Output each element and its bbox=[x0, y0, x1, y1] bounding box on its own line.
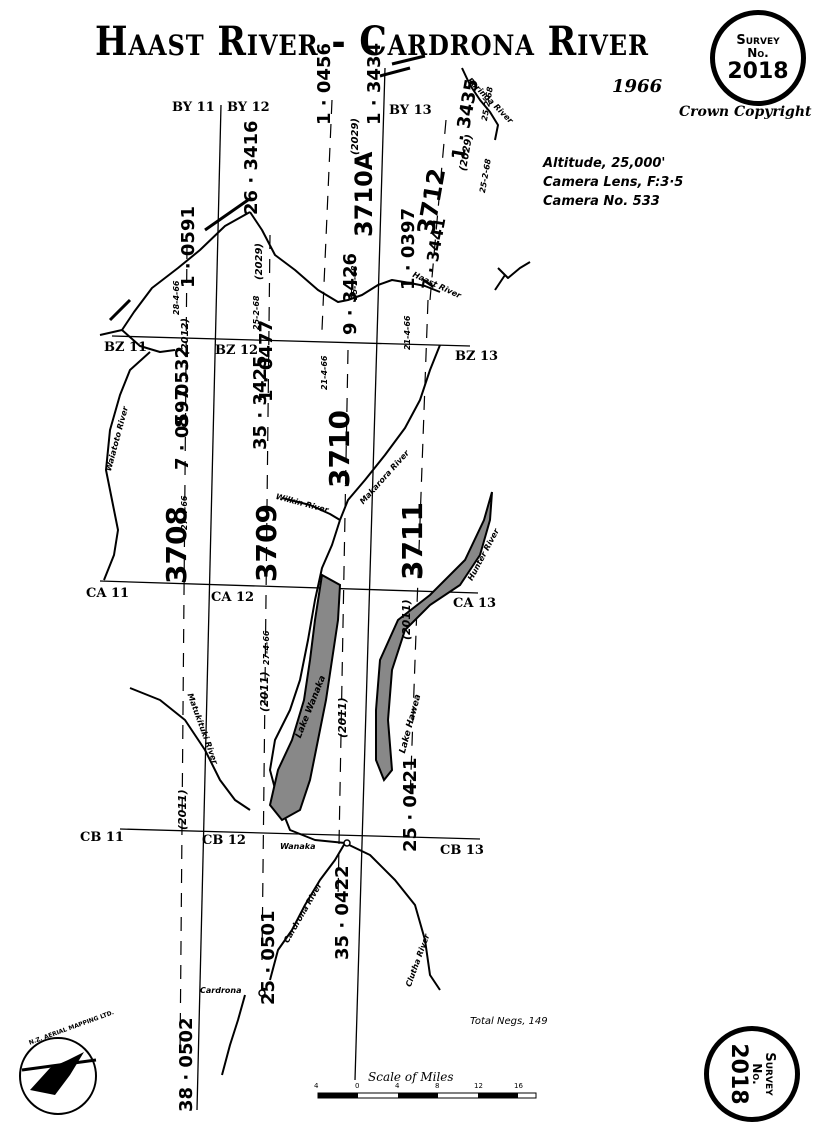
flight-date: 25-2-68 bbox=[252, 295, 261, 330]
dashed-line-d bbox=[337, 349, 349, 901]
place-name: Wanaka bbox=[280, 842, 316, 851]
badge-number: 2018 bbox=[727, 58, 789, 84]
paringa-river bbox=[461, 67, 499, 141]
grid-label: CB 12 bbox=[202, 833, 246, 848]
cardrona-road bbox=[221, 994, 246, 1076]
lake-wanaka bbox=[268, 573, 342, 822]
film-ref: (2012) bbox=[180, 318, 191, 355]
haast-river bbox=[249, 211, 441, 303]
grid-label: BZ 13 bbox=[455, 349, 499, 364]
grid-label: CB 11 bbox=[80, 830, 124, 845]
flight-line-3708 bbox=[196, 104, 222, 1111]
scale-tick: 4 bbox=[395, 1082, 400, 1090]
scale-tick: 12 bbox=[474, 1082, 483, 1090]
grid-label: CA 11 bbox=[86, 586, 130, 601]
film-ref: (2011) bbox=[336, 697, 349, 738]
grid-label: BY 12 bbox=[227, 100, 270, 115]
waiatoto-river bbox=[103, 351, 151, 581]
flight-date: 21-4-66 bbox=[320, 355, 329, 390]
camera-number-spec: Camera No. 533 bbox=[543, 194, 660, 209]
clutha-river bbox=[344, 842, 441, 991]
coast-hatching bbox=[108, 54, 426, 322]
place-name: Cardrona bbox=[200, 986, 242, 995]
frame-label: 7 · 0597 bbox=[172, 387, 193, 470]
grid-label: CB 13 bbox=[440, 843, 484, 858]
grid-line-ca bbox=[99, 580, 479, 594]
flight-line-3710 bbox=[354, 67, 386, 1081]
flight-date: 27-4-66 bbox=[180, 495, 189, 530]
film-ref: (2011) bbox=[400, 599, 413, 640]
flight-date: 27-4-66 bbox=[262, 630, 271, 665]
camera-lens-spec: Camera Lens, F:3·5 bbox=[543, 175, 684, 190]
copyright-note: Crown Copyright bbox=[679, 104, 812, 120]
scale-label: Scale of Miles bbox=[368, 1070, 454, 1084]
scale-bar bbox=[317, 1092, 537, 1099]
grid-label: CA 13 bbox=[453, 596, 497, 611]
grid-label: CA 12 bbox=[211, 590, 255, 605]
makarora-river bbox=[339, 344, 441, 521]
grid-label: BZ 12 bbox=[215, 343, 259, 358]
frame-label: 1 · 3434 bbox=[364, 42, 385, 125]
film-ref: (2011) bbox=[258, 671, 271, 712]
altitude-spec: Altitude, 25,000' bbox=[543, 156, 666, 171]
frame-label: 26 · 3416 bbox=[241, 120, 262, 215]
film-ref: (2029) bbox=[254, 243, 265, 280]
frame-label: 38 · 0502 bbox=[176, 1017, 197, 1112]
badge-survey-label: Survey bbox=[762, 1052, 778, 1096]
survey-badge-top: Survey No. 2018 bbox=[710, 10, 806, 106]
badge-survey-label: Survey bbox=[736, 32, 780, 48]
cardrona-marker bbox=[258, 989, 266, 997]
frame-label: 1 · 0456 bbox=[314, 42, 335, 125]
dashed-line-a bbox=[179, 244, 188, 1061]
map-title: Haast River - Cardrona River bbox=[95, 18, 649, 65]
scale-tick: 8 bbox=[435, 1082, 440, 1090]
frame-label: 35 · 3425 bbox=[250, 355, 271, 450]
badge-number: 2018 bbox=[726, 1043, 752, 1105]
scale-tick: 16 bbox=[514, 1082, 523, 1090]
frame-label: 25 · 0501 bbox=[258, 910, 279, 1005]
coast-bz11 bbox=[121, 329, 176, 353]
flight-date: 28-4-66 bbox=[172, 280, 181, 315]
nz-aerial-mapping-logo bbox=[19, 1037, 97, 1115]
wilkin-river bbox=[281, 497, 341, 521]
rivers bbox=[99, 67, 531, 1076]
grid-label: BY 11 bbox=[172, 100, 215, 115]
matukituki-river bbox=[129, 687, 251, 811]
grid-label: BZ 11 bbox=[104, 340, 148, 355]
dashed-line-f bbox=[429, 119, 447, 301]
dashed-line-b bbox=[261, 234, 271, 961]
scale-tick: 4 bbox=[314, 1082, 319, 1090]
film-ref: (2011) bbox=[176, 789, 189, 830]
run-number: 3711 bbox=[396, 502, 429, 580]
grid-line-bz bbox=[111, 335, 471, 347]
run-number: 3710A bbox=[350, 151, 378, 237]
flight-date: 21-4-66 bbox=[403, 315, 412, 350]
run-number: 3709 bbox=[250, 504, 283, 582]
flight-date: 25-2-68 bbox=[350, 265, 359, 300]
survey-badge-bottom: Survey No. 2018 bbox=[704, 1026, 800, 1122]
survey-year: 1966 bbox=[612, 76, 663, 97]
frame-label: 25 · 0421 bbox=[400, 757, 421, 852]
badge-no-label: No. bbox=[750, 1063, 765, 1085]
haast-coast bbox=[99, 211, 251, 336]
frame-label: 35 · 0422 bbox=[332, 865, 353, 960]
total-negatives: Total Negs, 149 bbox=[470, 1016, 548, 1027]
lake-wanaka-west-shore bbox=[269, 519, 346, 844]
wanaka-marker bbox=[343, 839, 351, 847]
film-ref: (2029) bbox=[350, 118, 361, 155]
run-number: 3710 bbox=[323, 410, 356, 488]
lake-hawea bbox=[375, 491, 493, 782]
badge-no-label: No. bbox=[747, 45, 769, 60]
flight-lines bbox=[196, 67, 386, 1111]
cardrona-river bbox=[269, 842, 346, 981]
scale-tick: 0 bbox=[355, 1082, 360, 1090]
haast-upper bbox=[494, 261, 531, 291]
grid-label: BY 13 bbox=[389, 103, 432, 118]
lakes bbox=[268, 491, 493, 822]
frame-label: 1 · 0591 bbox=[178, 205, 199, 288]
